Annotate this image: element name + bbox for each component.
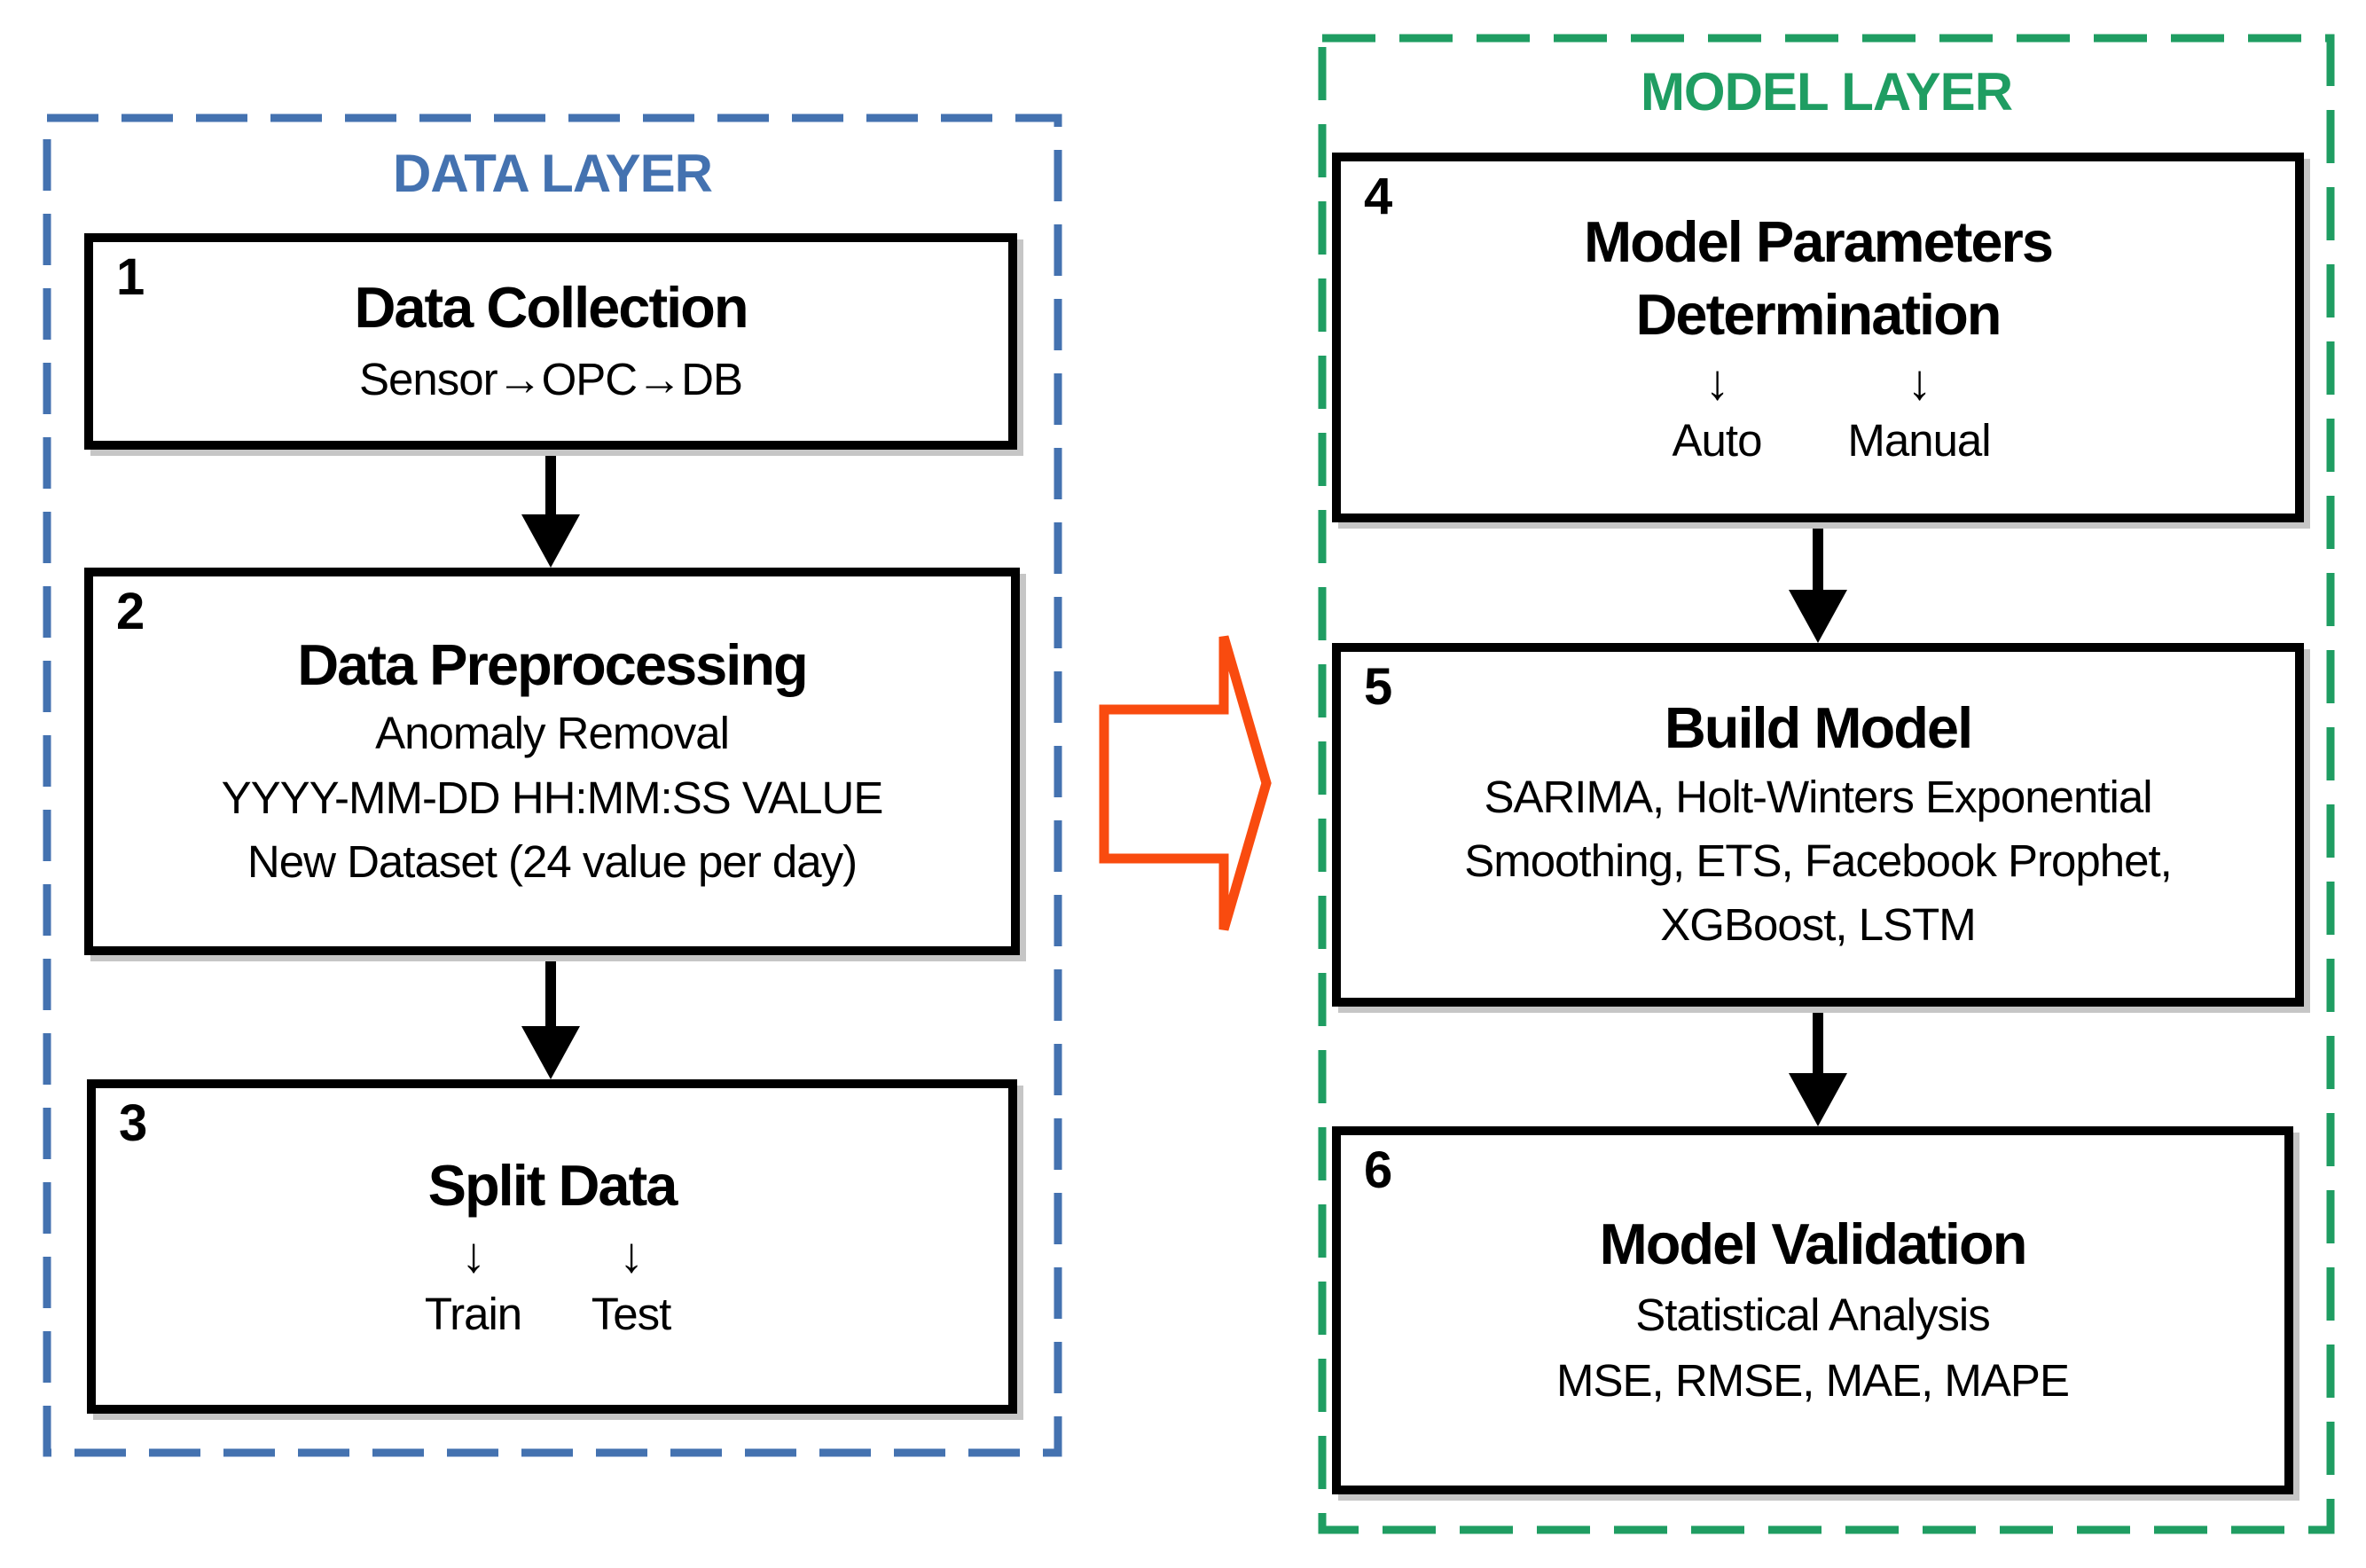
step-detail: Sensor→OPC→DB [359, 354, 743, 405]
step-number: 1 [116, 248, 145, 306]
step-number: 5 [1364, 658, 1393, 716]
data-layer-frame [43, 114, 1062, 1457]
connector-arrow-icon [521, 955, 580, 1079]
branch-option-train: Train [424, 1289, 522, 1340]
step-box-data-preprocessing: 2 Data Preprocessing Anomaly Removal YYY… [84, 568, 1020, 955]
step-detail: SARIMA, Holt-Winters Exponential [1484, 771, 2152, 822]
connector-arrow-icon [1789, 522, 1847, 643]
data-to-model-arrow-icon [1099, 635, 1272, 931]
step-title: Split Data [427, 1153, 678, 1219]
step-box-model-validation: 6 Model Validation Statistical Analysis … [1332, 1126, 2293, 1494]
model-layer-frame [1318, 34, 2335, 1534]
step-box-build-model: 5 Build Model SARIMA, Holt-Winters Expon… [1332, 643, 2304, 1007]
step-detail: Statistical Analysis [1635, 1289, 1991, 1340]
step-detail: MSE, RMSE, MAE, MAPE [1556, 1354, 2070, 1406]
step-box-data-collection: 1 Data Collection Sensor→OPC→DB [84, 233, 1017, 450]
branch-arrows-row: ↓ ↓ [395, 1227, 710, 1282]
branch-option-manual: Manual [1847, 414, 1991, 466]
connector-arrow-icon [521, 450, 580, 568]
step-detail: Anomaly Removal [375, 708, 730, 759]
connector-arrow-icon [1789, 1007, 1847, 1126]
step-title: Data Preprocessing [297, 631, 809, 697]
step-title: Build Model [1664, 695, 1973, 761]
step-title-line: Determination [1635, 282, 2002, 348]
step-detail: New Dataset (24 value per day) [247, 835, 858, 887]
branch-options-row: Auto Manual [1616, 415, 2020, 467]
branch-arrows-row: ↓ ↓ [1616, 355, 2020, 410]
step-detail: Smoothing, ETS, Facebook Prophet, [1464, 835, 2173, 887]
step-title: Model Validation [1599, 1211, 2028, 1276]
step-title-line: Model Parameters [1584, 208, 2054, 274]
step-number: 4 [1364, 168, 1393, 225]
step-number: 2 [116, 583, 145, 640]
step-detail: YYYY-MM-DD HH:MM:SS VALUE [221, 772, 884, 823]
branch-option-test: Test [591, 1289, 672, 1340]
down-arrow-icon: ↓ [619, 1226, 644, 1282]
branch-options-row: Train Test [395, 1289, 710, 1341]
step-number: 3 [119, 1094, 148, 1152]
down-arrow-icon: ↓ [1907, 354, 1932, 411]
step-box-model-parameters-determination: 4 Model Parameters Determination ↓ ↓ Aut… [1332, 153, 2304, 522]
step-box-split-data: 3 Split Data ↓ ↓ Train Test [87, 1079, 1017, 1414]
down-arrow-icon: ↓ [461, 1226, 486, 1282]
step-title: Data Collection [354, 274, 748, 340]
step-number: 6 [1364, 1141, 1393, 1199]
data-layer-title: DATA LAYER [392, 144, 713, 203]
model-layer-title: MODEL LAYER [1640, 62, 2013, 122]
branch-option-auto: Auto [1672, 414, 1763, 466]
step-detail: XGBoost, LSTM [1660, 899, 1976, 951]
down-arrow-icon: ↓ [1704, 354, 1730, 411]
